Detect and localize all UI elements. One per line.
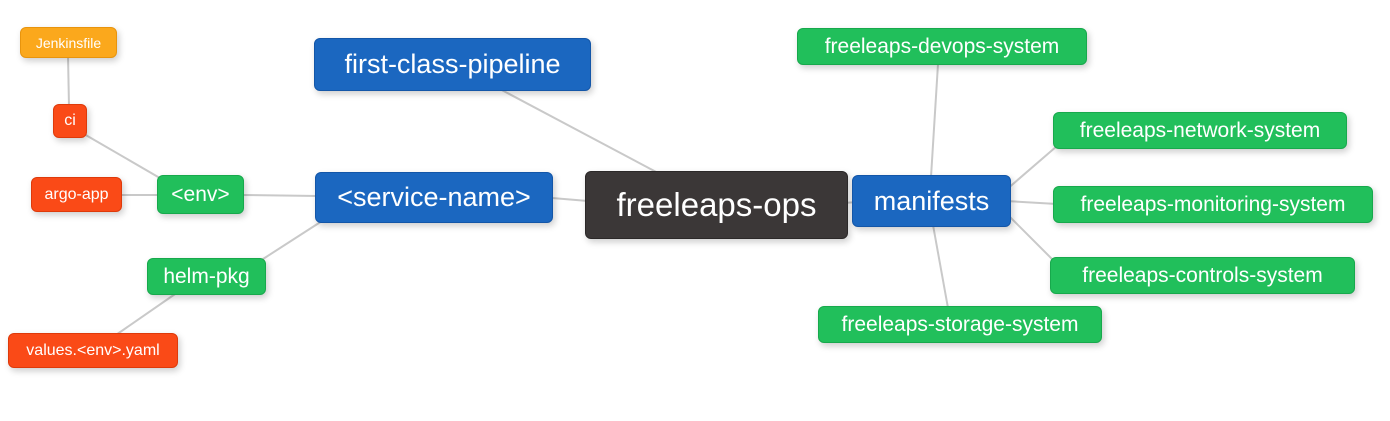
node-freeleaps-ops-root[interactable]: freeleaps-ops [585,171,848,239]
node-service-name[interactable]: <service-name> [315,172,553,223]
edge-manifests-devops [930,63,939,178]
edge-manifests-network [1005,145,1058,191]
edge-manifests-monitoring [1005,200,1058,205]
edge-env-service-name [241,194,319,197]
node-first-class-pipeline[interactable]: first-class-pipeline [314,38,591,91]
node-jenkinsfile[interactable]: Jenkinsfile [20,27,117,58]
edge-manifests-controls [1005,212,1055,262]
node-freeleaps-monitoring-system[interactable]: freeleaps-monitoring-system [1053,186,1373,223]
edge-pipeline-root [497,87,661,175]
node-manifests[interactable]: manifests [852,175,1011,227]
node-values-env-yaml[interactable]: values.<env>.yaml [8,333,178,368]
node-argo-app[interactable]: argo-app [31,177,122,212]
node-freeleaps-network-system[interactable]: freeleaps-network-system [1053,112,1347,149]
node-env[interactable]: <env> [157,175,244,214]
edge-ci-env [83,133,166,182]
node-freeleaps-devops-system[interactable]: freeleaps-devops-system [797,28,1087,65]
node-freeleaps-storage-system[interactable]: freeleaps-storage-system [818,306,1102,343]
node-helm-pkg[interactable]: helm-pkg [147,258,266,295]
node-freeleaps-controls-system[interactable]: freeleaps-controls-system [1050,257,1355,294]
edge-helm-pkg-values-yaml [112,291,179,338]
edge-jenkinsfile-ci [67,54,70,108]
edge-service-name-helm-pkg [262,220,323,260]
edge-service-name-root [551,197,589,202]
node-ci[interactable]: ci [53,104,87,138]
edge-manifests-storage [932,224,949,309]
